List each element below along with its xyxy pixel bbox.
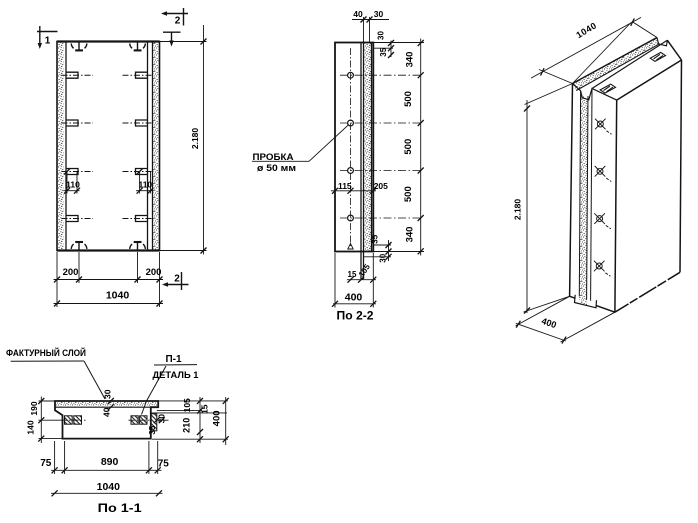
svg-text:210: 210 bbox=[181, 418, 191, 433]
svg-text:П-1: П-1 bbox=[165, 354, 182, 365]
svg-text:890: 890 bbox=[101, 456, 119, 468]
svg-text:30: 30 bbox=[374, 9, 384, 19]
svg-text:ДЕТАЛЬ 1: ДЕТАЛЬ 1 bbox=[153, 370, 200, 381]
svg-text:200: 200 bbox=[63, 267, 79, 278]
svg-text:ФАКТУРНЫЙ СЛОЙ: ФАКТУРНЫЙ СЛОЙ bbox=[6, 347, 86, 359]
svg-text:2.180: 2.180 bbox=[513, 199, 523, 221]
svg-text:500: 500 bbox=[403, 91, 414, 107]
svg-text:1: 1 bbox=[45, 36, 51, 47]
svg-text:35: 35 bbox=[148, 425, 157, 434]
svg-text:75: 75 bbox=[158, 459, 170, 470]
svg-text:400: 400 bbox=[211, 410, 222, 426]
svg-text:15: 15 bbox=[348, 270, 357, 279]
svg-text:35: 35 bbox=[379, 47, 388, 56]
svg-text:205: 205 bbox=[374, 181, 388, 191]
svg-text:200: 200 bbox=[146, 267, 162, 278]
svg-text:30: 30 bbox=[156, 414, 166, 424]
svg-text:110: 110 bbox=[138, 179, 152, 189]
svg-text:75: 75 bbox=[40, 458, 52, 469]
svg-text:400: 400 bbox=[540, 316, 557, 330]
svg-text:340: 340 bbox=[405, 227, 416, 243]
svg-text:1040: 1040 bbox=[106, 289, 130, 301]
svg-text:110: 110 bbox=[66, 179, 80, 189]
svg-text:ø 50 мм: ø 50 мм bbox=[257, 163, 296, 173]
svg-text:ПРОБКА: ПРОБКА bbox=[253, 152, 295, 162]
svg-text:500: 500 bbox=[403, 139, 414, 155]
svg-text:2: 2 bbox=[175, 16, 181, 27]
svg-text:35: 35 bbox=[370, 234, 379, 243]
svg-text:По 1-1: По 1-1 bbox=[98, 501, 142, 515]
svg-text:40: 40 bbox=[353, 9, 363, 19]
svg-text:30: 30 bbox=[378, 253, 387, 262]
svg-text:105: 105 bbox=[182, 398, 192, 412]
svg-text:40: 40 bbox=[101, 407, 111, 417]
svg-text:30: 30 bbox=[377, 31, 386, 40]
svg-text:2: 2 bbox=[174, 274, 180, 285]
svg-text:190: 190 bbox=[29, 401, 39, 415]
svg-text:340: 340 bbox=[405, 52, 416, 68]
svg-text:По 2-2: По 2-2 bbox=[337, 311, 374, 323]
svg-text:30: 30 bbox=[102, 389, 112, 399]
svg-text:2.180: 2.180 bbox=[190, 128, 200, 150]
svg-text:115: 115 bbox=[338, 181, 352, 191]
svg-text:400: 400 bbox=[345, 291, 363, 303]
svg-text:1040: 1040 bbox=[97, 481, 121, 493]
svg-text:500: 500 bbox=[403, 186, 414, 202]
svg-text:15: 15 bbox=[200, 404, 210, 414]
svg-text:140: 140 bbox=[25, 420, 35, 434]
